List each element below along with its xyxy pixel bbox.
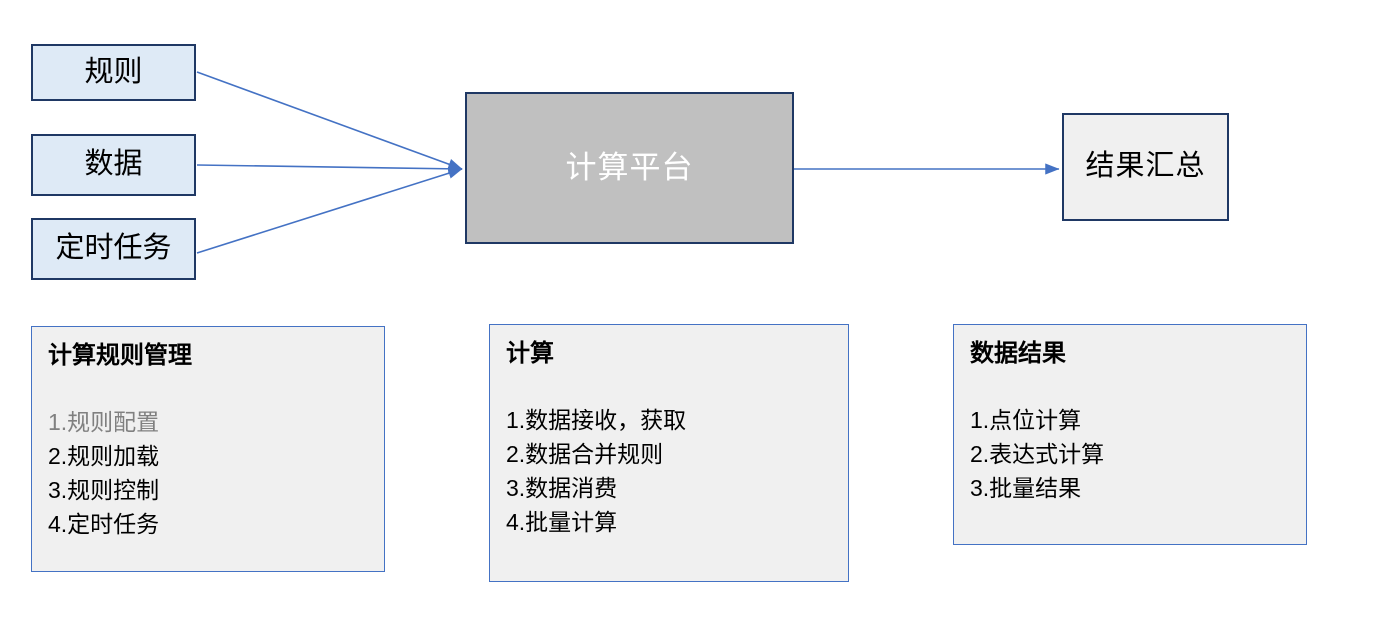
node-data[interactable]: 数据 bbox=[31, 134, 196, 196]
panel-data-result-list: 1.点位计算 2.表达式计算 3.批量结果 bbox=[970, 403, 1290, 505]
list-item: 2.数据合并规则 bbox=[506, 441, 664, 468]
panel-calculation-title: 计算 bbox=[506, 340, 554, 367]
panel-calculation-list: 1.数据接收，获取 2.数据合并规则 3.数据消费 4.批量计算 bbox=[506, 403, 832, 539]
node-scheduled-task-label: 定时任务 bbox=[55, 232, 172, 265]
panel-data-result-title: 数据结果 bbox=[970, 340, 1066, 367]
list-item: 4.批量计算 bbox=[506, 509, 618, 536]
panel-rule-management: 计算规则管理 1.规则配置 2.规则加载 3.规则控制 4.定时任务 bbox=[31, 326, 385, 572]
node-compute-platform[interactable]: 计算平台 bbox=[465, 92, 794, 244]
list-item: 1.规则配置 bbox=[48, 409, 160, 435]
node-data-label: 数据 bbox=[84, 148, 143, 181]
list-item: 2.规则加载 bbox=[48, 443, 160, 470]
node-compute-platform-label: 计算平台 bbox=[565, 150, 694, 186]
connector-data-to-platform bbox=[196, 163, 463, 175]
panel-rule-management-title: 计算规则管理 bbox=[48, 342, 192, 369]
list-item: 1.数据接收，获取 bbox=[506, 407, 687, 433]
list-item: 2.表达式计算 bbox=[970, 441, 1105, 468]
node-rule-label: 规则 bbox=[84, 55, 143, 88]
node-result-summary[interactable]: 结果汇总 bbox=[1062, 113, 1229, 221]
list-item: 1.点位计算 bbox=[970, 407, 1082, 433]
list-item: 3.规则控制 bbox=[48, 477, 160, 504]
panel-rule-management-list: 1.规则配置 2.规则加载 3.规则控制 4.定时任务 bbox=[48, 405, 368, 541]
node-rule[interactable]: 规则 bbox=[31, 44, 196, 101]
connector-scheduled-to-platform bbox=[196, 167, 463, 254]
node-scheduled-task[interactable]: 定时任务 bbox=[31, 218, 196, 280]
panel-calculation: 计算 1.数据接收，获取 2.数据合并规则 3.数据消费 4.批量计算 bbox=[489, 324, 849, 582]
panel-data-result: 数据结果 1.点位计算 2.表达式计算 3.批量结果 bbox=[953, 324, 1307, 545]
list-item: 3.批量结果 bbox=[970, 475, 1082, 502]
list-item: 4.定时任务 bbox=[48, 511, 160, 538]
node-result-summary-label: 结果汇总 bbox=[1085, 150, 1206, 183]
list-item: 3.数据消费 bbox=[506, 475, 618, 502]
connector-rule-to-platform bbox=[196, 71, 463, 170]
